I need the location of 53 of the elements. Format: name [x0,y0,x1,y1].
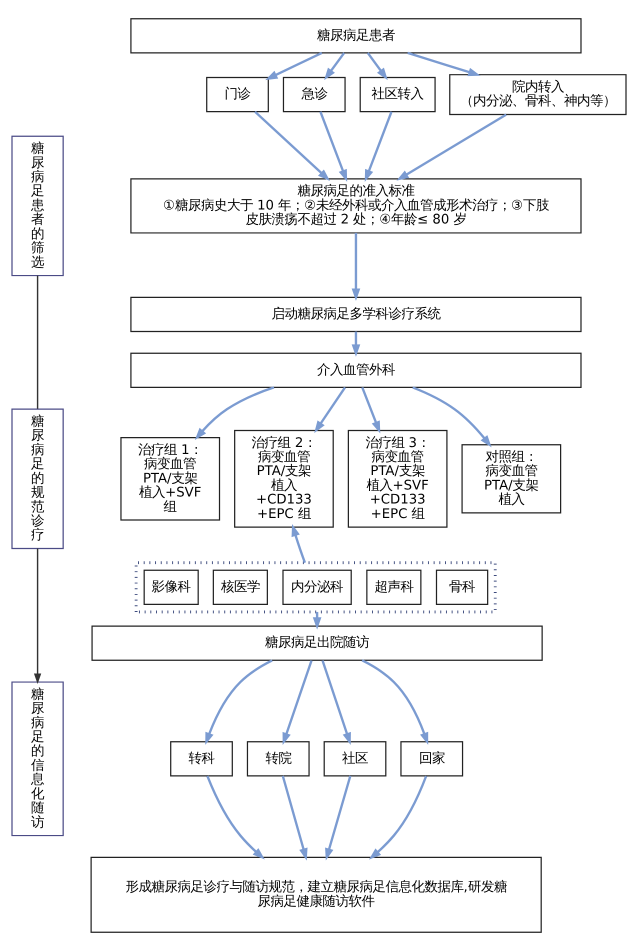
arrow [265,52,322,80]
node-box: 介入血管外科 [130,352,582,388]
node-box: 糖尿病足的规范诊疗 [11,408,64,550]
node-box: 社区 [324,741,386,776]
arrow [292,524,306,564]
arrow [194,386,274,440]
arrow [352,332,360,357]
arrow [282,776,308,861]
arrow [361,387,380,434]
node-box: 社区转入 [360,76,436,112]
arrow [321,660,351,745]
arrow [396,114,507,181]
node-box: 治疗组 2： 病变血管PTA/支架植入+CD133+EPC 组 [234,430,334,528]
node-box: 糖尿病足出院随访 [91,626,543,661]
arrow [325,776,352,861]
arrow [206,776,265,860]
connector [36,276,38,409]
arrow [366,52,388,80]
node-box: 骨科 [436,570,488,605]
node-box: 内分泌科 [282,570,352,605]
arrow [364,111,393,182]
node-box: 糖尿病足的信息化随访 [11,681,64,836]
arrow [312,612,322,630]
cluster [134,561,497,614]
node-box: 启动糖尿病足多学科诊疗系统 [130,296,582,332]
node-box: 转科 [170,741,233,776]
node-box: 超声科 [366,570,422,605]
node-box: 治疗组 3： 病变血管PTA/支架植入+SVF+CD133+EPC 组 [348,430,448,528]
arrow [407,52,480,76]
node-box: 核医学 [212,570,268,605]
node-box: 院内转入 （内分泌、骨科、神内等） [449,74,627,116]
arrow [319,111,348,182]
arrow [368,776,428,860]
node-box: 形成糖尿病足诊疗与随访规范，建立糖尿病足信息化数据库,研发糖尿病足健康随访软件 [90,856,542,933]
node-box: 回家 [400,741,464,776]
node-box: 对照组： 病变血管PTA/支架植入 [461,444,562,514]
node-box: 转院 [246,741,310,776]
arrow [352,232,360,301]
arrow [314,386,346,434]
node-box: 门诊 [206,76,269,112]
node-box: 糖尿病足患者的筛选 [11,136,64,276]
arrow [412,386,492,448]
node-box: 急诊 [282,76,346,112]
node-box: 糖尿病足的准入标准 ①糖尿病史大于 10 年；②未经外科或介入血管成形术治疗；③下肢皮肤溃疡不超过 2 处；④年龄≤ 80 岁 [130,178,582,234]
arrow [34,548,42,684]
node-box: 糖尿病足患者 [130,18,582,54]
node-box: 影像科 [144,570,199,605]
arrow [205,659,273,745]
arrow [254,110,330,181]
node-box: 治疗组 1： 病变血管PTA/支架植入+SVF组 [120,436,220,521]
arrow [282,660,313,745]
arrow [324,52,346,80]
arrow [362,659,428,745]
